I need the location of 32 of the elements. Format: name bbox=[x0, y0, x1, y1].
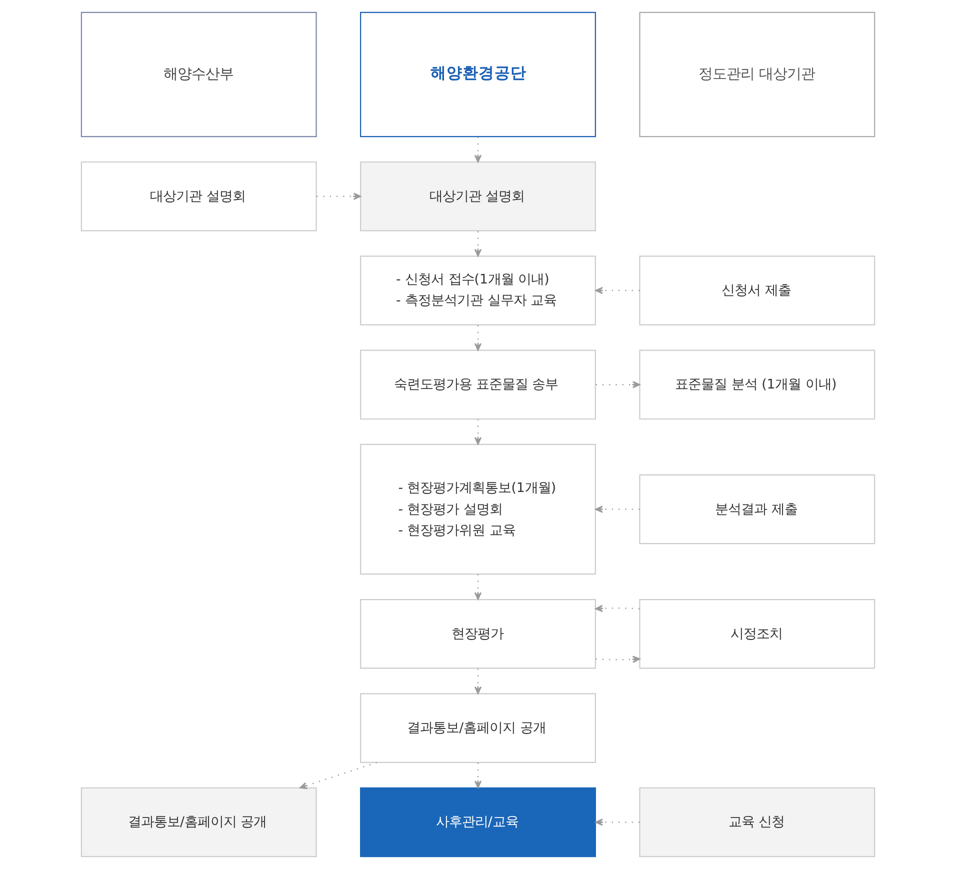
node-box: 교육 신청 bbox=[638, 787, 875, 858]
node-box: 결과통보/홈페이지 공개 bbox=[80, 787, 316, 858]
arrow bbox=[474, 231, 482, 257]
node-box: 정도관리 대상기관 bbox=[638, 12, 875, 138]
arrow bbox=[474, 419, 482, 445]
node-box: 신청서 제출 bbox=[638, 256, 875, 326]
node-box: - 신청서 접수(1개월 이내) - 측정분석기관 실무자 교육 bbox=[360, 256, 596, 326]
node-box: 해양환경공단 bbox=[360, 12, 596, 138]
node-box: 대상기관 설명회 bbox=[360, 161, 596, 232]
arrow bbox=[316, 192, 361, 200]
arrow bbox=[474, 325, 482, 351]
node-box: 대상기관 설명회 bbox=[80, 161, 316, 232]
node-box: 분석결과 제출 bbox=[638, 474, 875, 544]
arrow bbox=[299, 762, 377, 790]
node-box: 해양수산부 bbox=[80, 12, 316, 138]
node-box: - 현장평가계획통보(1개월) - 현장평가 설명회 - 현장평가위원 교육 bbox=[360, 444, 596, 575]
arrow bbox=[474, 762, 482, 788]
node-box: 현장평가 bbox=[360, 599, 596, 669]
arrow bbox=[594, 818, 640, 826]
arrow bbox=[594, 506, 640, 513]
node-box: 표준물질 분석 (1개월 이내) bbox=[638, 350, 875, 420]
node-box: 시정조치 bbox=[638, 599, 875, 669]
node-box: 숙련도평가용 표준물질 송부 bbox=[360, 350, 596, 420]
arrow bbox=[595, 381, 640, 388]
arrow bbox=[594, 286, 640, 294]
node-box: 결과통보/홈페이지 공개 bbox=[360, 693, 596, 763]
node-box: 사후관리/교육 bbox=[360, 787, 596, 858]
arrow bbox=[594, 604, 640, 612]
arrow bbox=[474, 136, 482, 162]
arrow bbox=[595, 656, 640, 663]
arrow bbox=[474, 574, 482, 600]
arrow bbox=[474, 668, 482, 694]
